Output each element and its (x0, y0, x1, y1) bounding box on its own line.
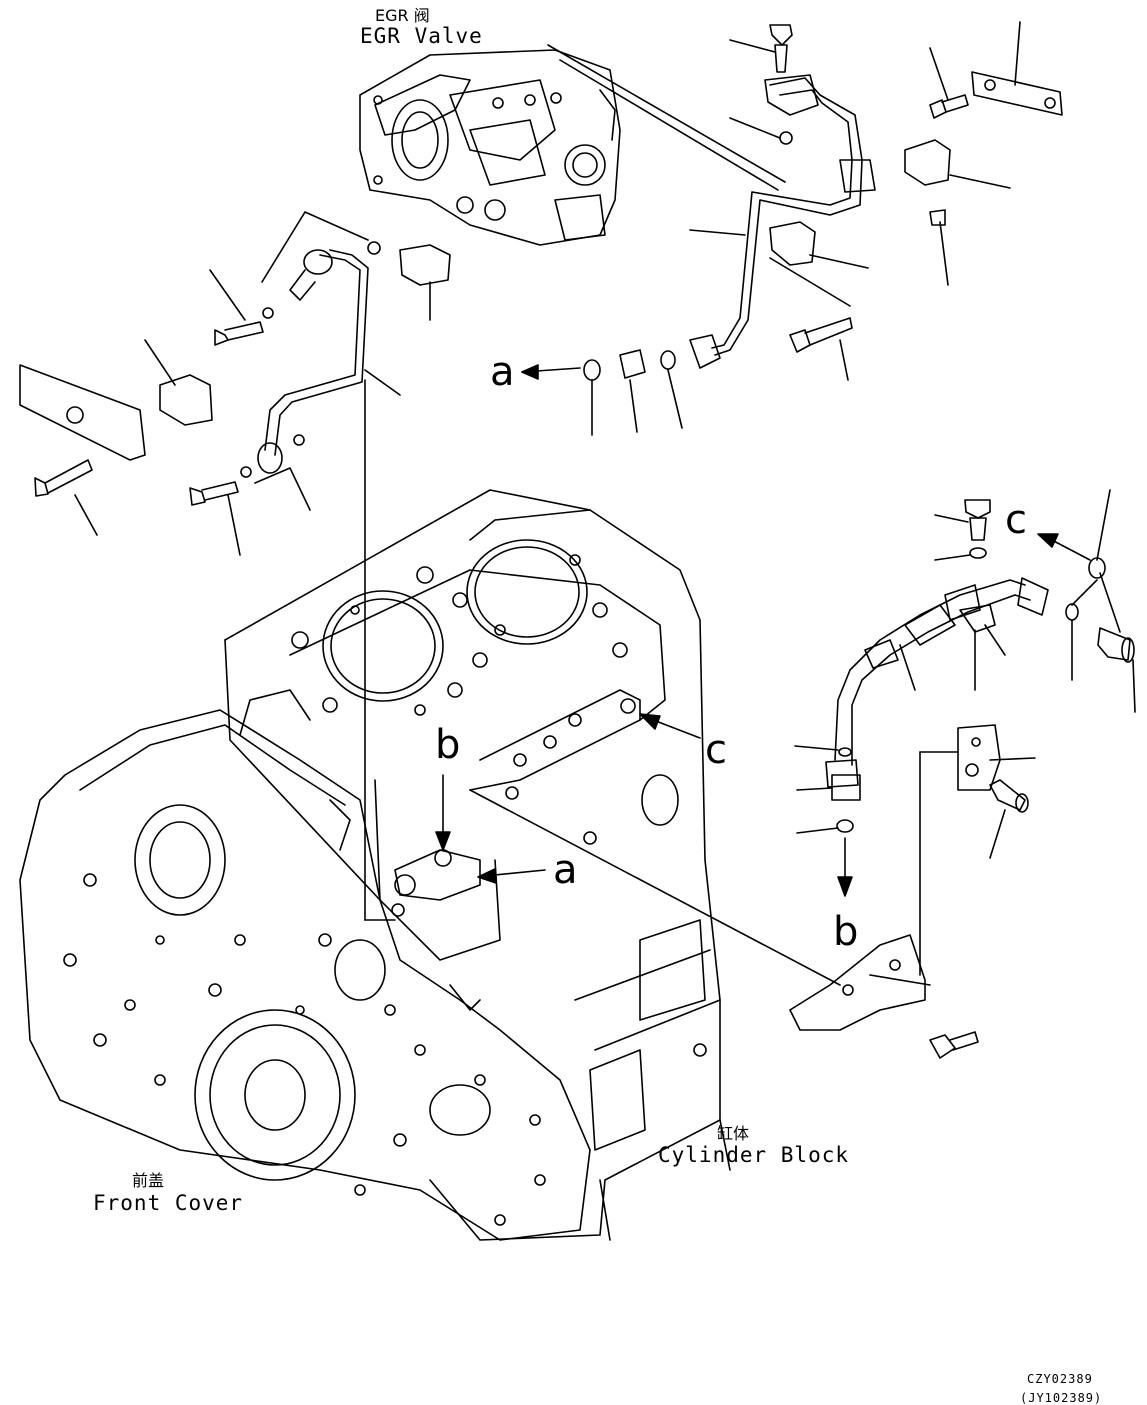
cylinder-block-label-en: Cylinder Block (658, 1143, 850, 1167)
lower-right-pipe-assembly (470, 490, 1135, 1058)
ref-letter-c-block: c (705, 727, 727, 773)
engine-block-drawing (20, 380, 730, 1240)
egr-valve-label-en: EGR Valve (360, 24, 483, 48)
right-egr-pipe-assembly (548, 22, 1062, 435)
ref-letter-b-upper: b (435, 722, 461, 768)
drawing-code: CZY02389 (1027, 1372, 1093, 1386)
drawing-code-secondary: (JY102389) (1020, 1391, 1103, 1405)
ref-letter-c-right: c (1005, 497, 1027, 543)
ref-letter-b-lower: b (833, 909, 859, 955)
egr-valve-label-cn: EGR 阀 (375, 6, 430, 25)
ref-letter-a-lower: a (553, 847, 578, 893)
cylinder-block-label-cn: 缸体 (717, 1124, 750, 1143)
front-cover-label-en: Front Cover (93, 1191, 244, 1215)
front-cover-label-cn: 前盖 (132, 1171, 165, 1190)
ref-letter-a-upper: a (490, 349, 515, 395)
egr-valve-drawing (360, 50, 620, 245)
left-egr-pipe-assembly (20, 212, 450, 555)
